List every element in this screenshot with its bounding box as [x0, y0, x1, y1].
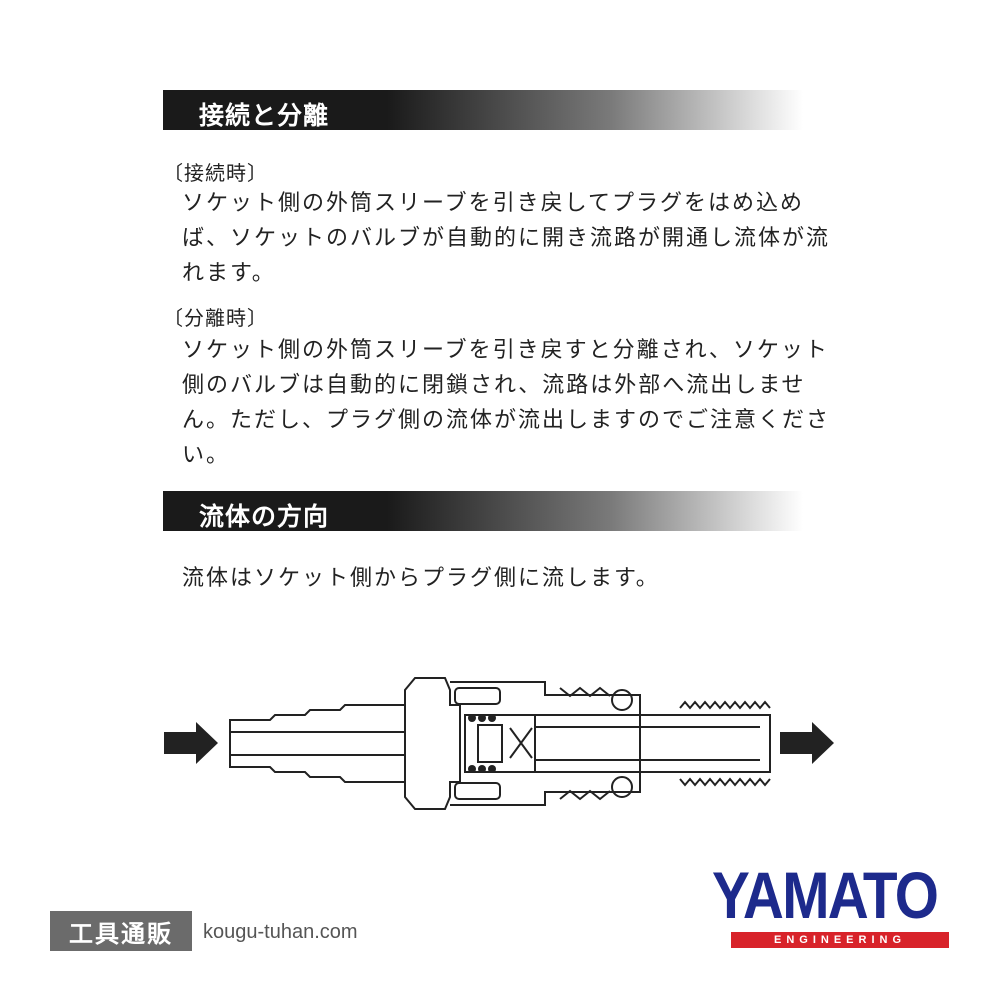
section-header-connection: 接続と分離 [163, 90, 803, 130]
valve [464, 714, 536, 773]
yamato-logo: YAMATO [712, 858, 939, 932]
yamato-logo-subtitle: ENGINEERING [731, 932, 949, 948]
threaded-pipe [535, 714, 771, 773]
coupler-cross-section-diagram [164, 677, 834, 810]
connect-paragraph: ソケット側の外筒スリーブを引き戻してプラグをはめ込めば、ソケットのバルブが自動的… [182, 191, 831, 286]
disconnect-paragraph: ソケット側の外筒スリーブを引き戻すと分離され、ソケット側のバルブは自動的に閉鎖さ… [182, 338, 831, 468]
arrow-right-icon [164, 722, 218, 764]
connect-label: 〔接続時〕 [163, 161, 268, 185]
shop-name-badge: 工具通販 [50, 911, 192, 951]
socket-sleeve [450, 681, 641, 806]
disconnect-label: 〔分離時〕 [163, 306, 268, 330]
section-title: 流体の方向 [199, 502, 330, 531]
shop-url: kougu-tuhan.com [203, 921, 358, 943]
hose-barb [229, 704, 406, 783]
flow-direction-paragraph: 流体はソケット側からプラグ側に流します。 [182, 566, 660, 591]
plug-body [404, 677, 461, 810]
section-title: 接続と分離 [199, 101, 330, 130]
arrow-right-icon [780, 722, 834, 764]
section-header-flow-direction: 流体の方向 [163, 491, 803, 531]
